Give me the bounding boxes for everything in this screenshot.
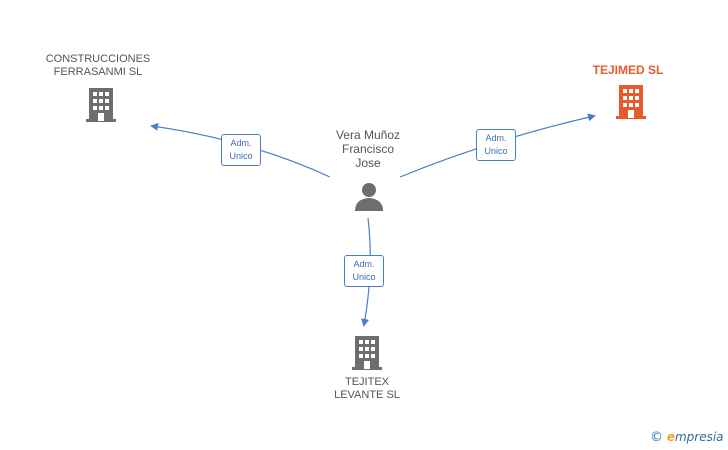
building-icon[interactable]: [352, 336, 382, 370]
edge-label-line1: Adm.: [230, 138, 252, 148]
copyright-symbol: ©: [650, 430, 663, 445]
edge-label-construcciones: Adm. Unico: [221, 134, 261, 166]
brand-name: mpresia: [674, 430, 724, 444]
person-name-line: Vera Muñoz: [335, 128, 401, 142]
company-name-line: CONSTRUCCIONES: [45, 53, 151, 65]
person-name-line: Francisco: [341, 142, 394, 156]
construcciones-node-label[interactable]: CONSTRUCCIONES FERRASANMI SL: [28, 53, 168, 79]
person-icon[interactable]: [354, 182, 384, 212]
edge-label-tejimed: Adm. Unico: [476, 129, 516, 161]
edge-label-line2: Unico: [484, 146, 508, 156]
edge-label-line2: Unico: [352, 272, 376, 282]
person-node-label[interactable]: Vera Muñoz Francisco Jose: [318, 128, 418, 170]
company-name-line: TEJIMED SL: [592, 63, 664, 77]
edge-label-line1: Adm.: [485, 133, 507, 143]
tejimed-node-label[interactable]: TEJIMED SL: [578, 64, 678, 77]
building-icon[interactable]: [86, 88, 116, 122]
building-icon[interactable]: [616, 85, 646, 119]
company-name-line: FERRASANMI SL: [53, 66, 143, 78]
company-name-line: TEJITEX: [344, 376, 389, 388]
person-name-line: Jose: [355, 156, 381, 170]
company-name-line: LEVANTE SL: [334, 389, 400, 401]
edge-label-tejitex: Adm. Unico: [344, 255, 384, 287]
edge-label-line2: Unico: [229, 151, 253, 161]
brand-initial: e: [666, 430, 675, 444]
edge-label-line1: Adm.: [353, 259, 375, 269]
tejitex-node-label[interactable]: TEJITEX LEVANTE SL: [312, 376, 422, 402]
brand-logo: © empresia: [650, 430, 724, 445]
